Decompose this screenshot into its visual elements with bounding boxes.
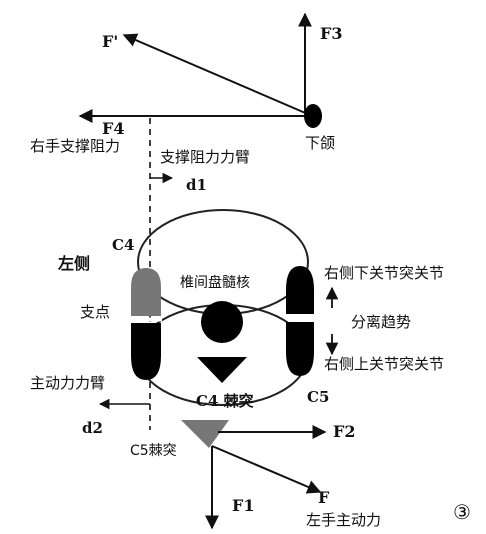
label-f4: F4 [102,119,125,138]
label-active-force-arm: 主动力力臂 [30,374,106,392]
label-f3: F3 [320,24,343,43]
f-arrow [211,445,322,494]
label-c5-spinous: C5棘突 [130,443,177,459]
label-lower-jaw: 下颌 [305,134,336,152]
left-facet-upper [131,268,161,316]
nucleus-pulposus-circle [201,301,243,343]
label-figure-number: ③ [453,500,471,524]
lower-jaw-point [304,104,322,128]
c4-spinous-triangle [197,357,247,383]
label-fulcrum: 支点 [80,303,111,321]
label-f-prime: F' [102,32,119,51]
label-c4-spinous: C4 棘突 [196,392,254,410]
label-f1: F1 [232,496,255,515]
label-right-lower-facet: 右侧下关节突关节 [324,264,445,282]
label-d2: d2 [82,419,103,437]
label-left-hand-active-force: 左手主动力 [306,511,382,529]
label-right-hand-support-resistance: 右手支撑阻力 [30,137,121,155]
right-facet-lower [286,322,314,376]
label-f2: F2 [333,422,356,441]
right-facet-upper [286,266,314,314]
label-support-resistance-arm: 支撑阻力力臂 [160,148,251,166]
label-nucleus-pulposus: 椎间盘髓核 [180,275,250,291]
c5-spinous-triangle [181,420,229,448]
label-left-side: 左侧 [58,254,91,273]
f-prime-arrow [122,33,311,116]
label-d1: d1 [186,176,207,194]
label-separation-tendency: 分离趋势 [351,313,412,331]
label-f: F [318,488,330,507]
left-facet-lower [131,323,161,380]
c4-vertebra-outline [137,209,309,315]
label-c4: C4 [112,236,135,254]
label-c5: C5 [307,388,330,406]
label-right-upper-facet: 右侧上关节突关节 [324,355,445,373]
